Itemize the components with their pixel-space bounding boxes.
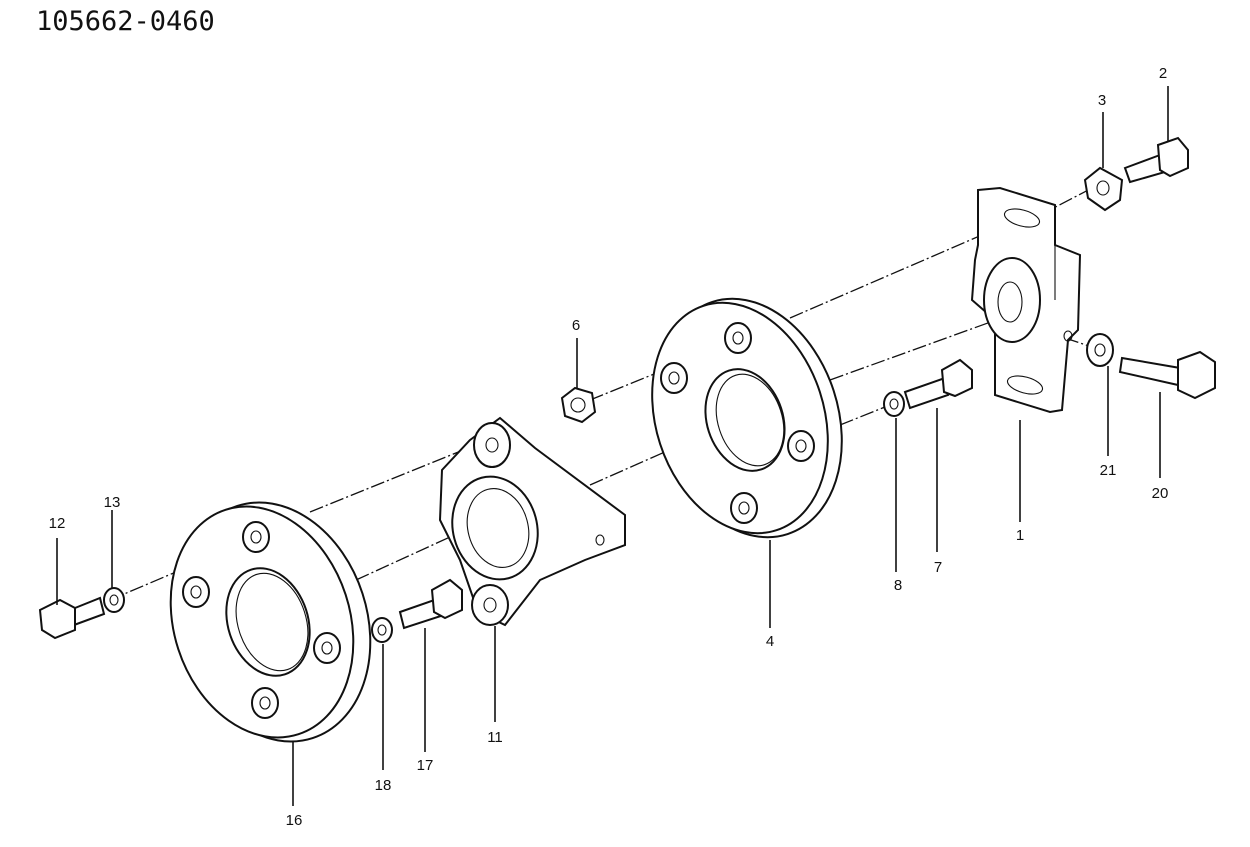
callout-18: 18 (375, 777, 392, 794)
flange-plate-4 (651, 297, 843, 539)
callout-12: 12 (49, 515, 66, 532)
callout-2: 2 (1159, 65, 1167, 82)
lock-washer-18 (371, 617, 393, 643)
callout-20: 20 (1152, 485, 1169, 502)
assembly-axes (109, 184, 1099, 601)
bolt-2 (1123, 136, 1189, 184)
nut-6 (560, 386, 597, 424)
callout-4: 4 (766, 633, 774, 650)
bolt-7 (903, 358, 973, 410)
bolt-12 (38, 596, 106, 640)
washer-plate-3 (1083, 166, 1124, 212)
bracket-1 (970, 186, 1082, 414)
callout-17: 17 (417, 757, 434, 774)
lock-washer-13 (103, 587, 125, 613)
callout-3: 3 (1098, 92, 1106, 109)
lock-washer-8 (883, 391, 905, 417)
callout-13: 13 (104, 494, 121, 511)
callout-8: 8 (894, 577, 902, 594)
leader-lines (56, 86, 1169, 806)
callout-labels: 2 3 1 21 20 6 7 8 4 11 12 13 16 17 18 (49, 65, 1169, 829)
flange-plate-16 (169, 501, 372, 743)
bearing-housing-11 (438, 416, 626, 627)
lock-washer-21 (1086, 333, 1114, 367)
callout-16: 16 (286, 812, 303, 829)
bolt-17 (398, 578, 463, 630)
callout-6: 6 (572, 317, 580, 334)
callout-11: 11 (487, 729, 503, 746)
flange-bolt-20 (1118, 350, 1216, 400)
callout-21: 21 (1100, 462, 1117, 479)
part-number-title: 105662-0460 (36, 6, 215, 37)
callout-7: 7 (934, 559, 942, 576)
callout-1: 1 (1016, 527, 1024, 544)
